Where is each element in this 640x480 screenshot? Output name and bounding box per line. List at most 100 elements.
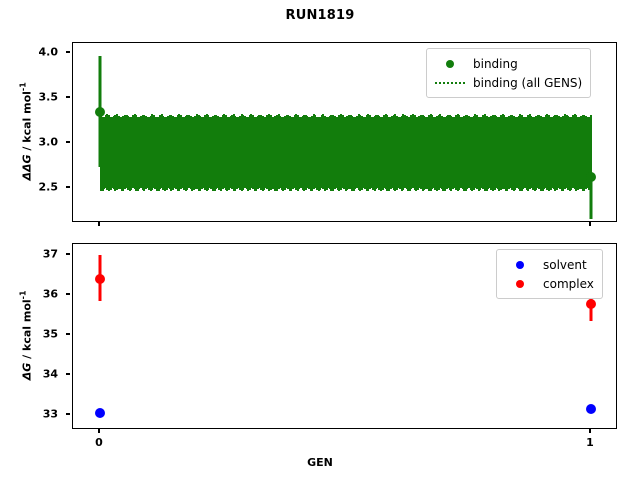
legend-dotted-line-icon (433, 81, 467, 84)
dotted-band-segment (584, 116, 587, 190)
y-axis-tick-mark (66, 51, 70, 53)
dotted-band-segment (509, 114, 512, 189)
dotted-band-segment (498, 116, 501, 192)
x-axis-tick-mark (589, 429, 591, 433)
data-point-marker[interactable] (95, 407, 105, 418)
dotted-band-segment (101, 117, 104, 191)
dotted-band-segment (573, 114, 576, 190)
dotted-band-segment (413, 115, 416, 191)
dotted-band-segment (114, 114, 117, 192)
dotted-band-segment (194, 115, 197, 189)
dotted-band-segment (164, 117, 166, 192)
legend-entry[interactable]: binding (433, 54, 582, 73)
dotted-band-segment (181, 116, 184, 189)
data-point-marker[interactable] (585, 172, 596, 183)
dotted-band-segment (482, 114, 485, 189)
dotted-band-segment (274, 116, 277, 191)
dotted-band-segment (252, 115, 254, 189)
data-point-marker[interactable] (95, 274, 105, 285)
data-point-marker[interactable] (585, 403, 596, 414)
dotted-band-segment (247, 116, 250, 192)
dotted-band-segment (552, 116, 555, 190)
dotted-band-segment (280, 117, 283, 190)
dotted-band-segment (338, 115, 341, 192)
dotted-band-segment (226, 116, 229, 192)
data-point-marker[interactable] (95, 107, 105, 118)
dotted-band-segment (548, 115, 550, 192)
legend-entry[interactable]: solvent (503, 255, 594, 274)
dotted-band-segment (442, 117, 445, 191)
data-point-marker[interactable] (585, 298, 596, 309)
dotted-band-segment (583, 114, 586, 191)
y-axis-tick-label: 36 (42, 287, 58, 301)
dotted-band-segment (460, 116, 462, 189)
dotted-band-segment (245, 117, 248, 190)
dotted-band-segment (327, 117, 330, 189)
dotted-band-segment (423, 116, 426, 191)
dotted-band-segment (559, 117, 562, 189)
dotted-band-segment (136, 116, 139, 191)
dotted-band-segment (224, 115, 227, 190)
dotted-band-segment (476, 115, 478, 190)
dotted-band-segment (373, 115, 376, 192)
dotted-band-segment (239, 115, 242, 191)
dotted-band-segment (357, 114, 360, 190)
dotted-band-segment (298, 116, 301, 190)
dotted-band-segment (472, 115, 475, 190)
dotted-band-segment (381, 116, 384, 191)
dotted-band-segment (504, 116, 507, 191)
x-axis-tick-label: 1 (586, 436, 594, 449)
dotted-band-segment (242, 114, 245, 190)
dotted-band-segment (282, 117, 285, 192)
dotted-band-segment (231, 114, 234, 189)
y-axis-tick-mark (66, 96, 70, 98)
dotted-band-segment (452, 117, 454, 190)
dotted-band-segment (519, 114, 522, 191)
dotted-band-segment (261, 116, 264, 192)
dotted-band-segment (132, 115, 134, 189)
dotted-band-segment (160, 114, 163, 189)
dotted-band-segment (148, 117, 150, 190)
dotted-band-segment (418, 116, 421, 189)
dotted-band-segment (496, 117, 499, 190)
dotted-band-segment (189, 115, 192, 190)
legend-entry[interactable]: complex (503, 274, 594, 293)
dotted-band-segment (388, 116, 390, 191)
dotted-band-segment (295, 114, 298, 191)
dotted-band-segment (546, 114, 549, 191)
y-axis-tick-mark (66, 141, 70, 143)
dotted-band-segment (140, 116, 142, 189)
dotted-band-segment (554, 114, 557, 192)
legend-label: binding (473, 56, 518, 71)
dotted-band-segment (576, 116, 579, 191)
dotted-band-segment (271, 116, 274, 189)
dotted-band-segment (205, 114, 208, 192)
dotted-band-segment (421, 114, 424, 192)
top-panel-legend[interactable]: binding binding (all GENS) (426, 48, 592, 98)
dotted-band-segment (128, 117, 131, 192)
dotted-band-segment (389, 117, 392, 189)
dotted-band-segment (485, 115, 488, 191)
dotted-band-segment (236, 117, 238, 189)
dotted-band-segment (151, 114, 154, 191)
dotted-band-segment (565, 114, 568, 189)
dotted-band-segment (543, 116, 546, 189)
dotted-band-segment (384, 114, 387, 189)
dotted-band-segment (180, 115, 182, 189)
dotted-band-segment (538, 114, 541, 189)
legend-dot-icon (503, 260, 537, 269)
legend-entry[interactable]: binding (all GENS) (433, 73, 582, 92)
dotted-band-segment (426, 116, 429, 189)
dotted-band-segment (183, 117, 186, 191)
dotted-band-segment (581, 114, 584, 191)
dotted-band-segment (375, 114, 378, 190)
dotted-band-segment (199, 116, 202, 192)
dotted-band-segment (500, 115, 502, 191)
dotted-band-segment (127, 116, 130, 190)
dotted-band-segment (450, 116, 453, 192)
dotted-band-segment (391, 116, 394, 189)
dotted-band-segment (365, 115, 368, 191)
dotted-band-segment (575, 115, 578, 192)
